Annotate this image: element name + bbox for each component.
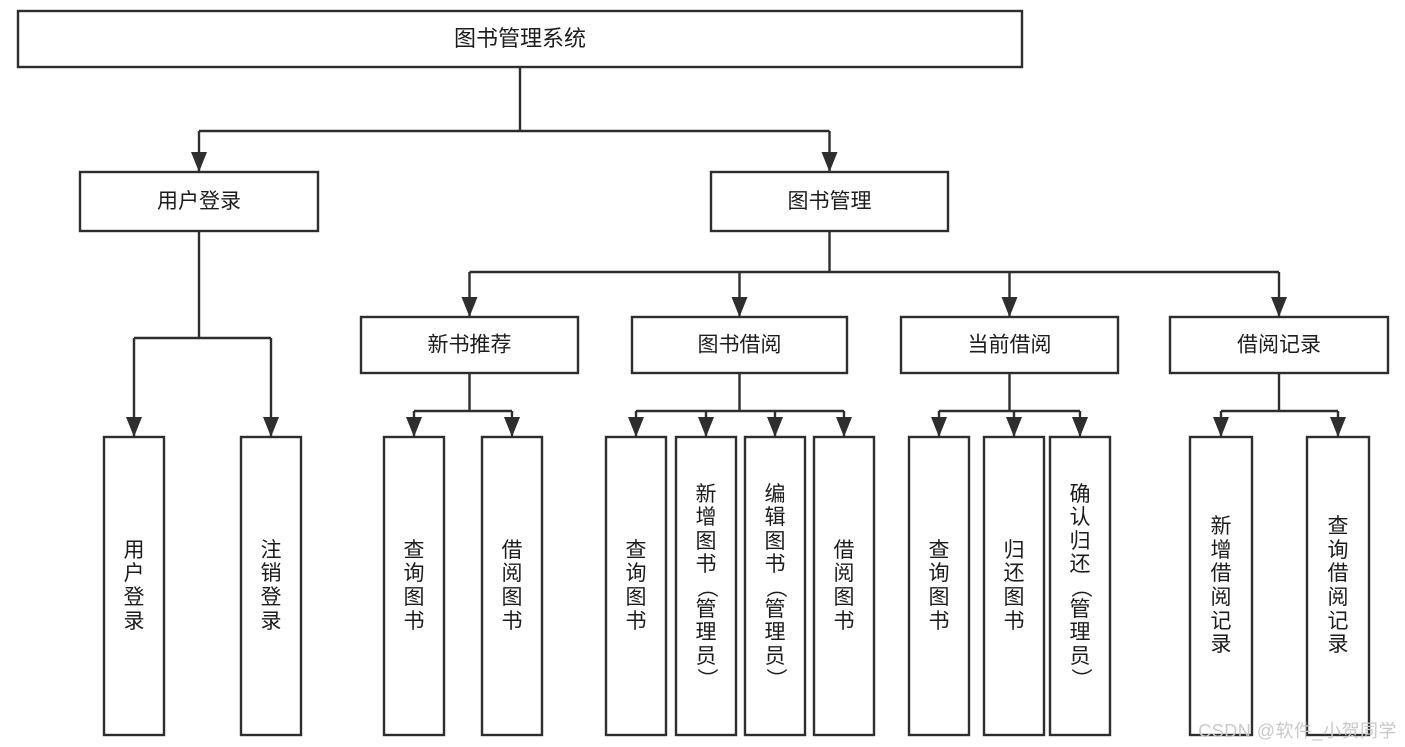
arrow-head-icon-user-login-0	[126, 417, 142, 437]
node-user-login[interactable]	[78, 170, 320, 233]
node-leaf-confirm-return[interactable]	[1048, 435, 1112, 737]
node-borrow-record[interactable]	[1168, 315, 1390, 375]
node-leaf-query-book-3[interactable]	[907, 435, 971, 737]
arrow-head-icon-book-management-3	[1271, 297, 1287, 317]
arrow-head-icon-borrow-record-0	[1213, 417, 1229, 437]
node-book-management[interactable]	[709, 170, 950, 233]
arrow-head-icon-user-login-1	[263, 417, 279, 437]
arrow-head-icon-book-management-0	[461, 297, 478, 317]
node-leaf-borrow-book-2[interactable]	[812, 435, 876, 737]
node-leaf-return-book[interactable]	[982, 435, 1046, 737]
arrow-head-icon-book-borrow-2	[767, 417, 783, 437]
arrow-head-icon-book-management-1	[731, 297, 748, 317]
arrow-head-icon-book-borrow-0	[628, 417, 644, 437]
arrow-head-icon-new-book-recommend-0	[406, 417, 422, 437]
node-leaf-add-record[interactable]	[1188, 435, 1254, 737]
arrow-head-icon-new-book-recommend-1	[504, 417, 520, 437]
node-root-library-management-system[interactable]	[16, 9, 1024, 69]
node-label-borrow-record: 借阅记录	[1237, 334, 1321, 357]
node-leaf-query-book-1[interactable]	[382, 435, 446, 737]
node-book-borrow[interactable]	[630, 315, 849, 375]
node-leaf-query-book-2[interactable]	[604, 435, 668, 737]
node-label-current-borrow: 当前借阅	[968, 334, 1052, 357]
node-leaf-query-record[interactable]	[1305, 435, 1371, 737]
arrow-head-icon-root-0	[191, 152, 207, 172]
node-leaf-borrow-book-1[interactable]	[480, 435, 544, 737]
arrow-head-icon-current-borrow-0	[931, 417, 947, 437]
node-label-new-book-recommend: 新书推荐	[428, 334, 512, 357]
node-label-root-library-management-system: 图书管理系统	[454, 26, 586, 51]
box-layer	[16, 9, 1390, 737]
arrow-head-icon-book-borrow-1	[698, 417, 714, 437]
connector-layer	[126, 67, 1346, 437]
node-label-book-borrow: 图书借阅	[698, 334, 782, 357]
node-label-book-management: 图书管理	[788, 190, 872, 213]
arrow-head-icon-current-borrow-2	[1072, 417, 1088, 437]
node-label-user-login: 用户登录	[157, 190, 241, 213]
node-leaf-user-login[interactable]	[102, 435, 166, 737]
node-leaf-logout[interactable]	[239, 435, 303, 737]
node-leaf-add-book[interactable]	[674, 435, 738, 737]
node-current-borrow[interactable]	[899, 315, 1120, 375]
arrow-head-icon-book-borrow-3	[836, 417, 852, 437]
node-leaf-edit-book[interactable]	[743, 435, 807, 737]
arrow-head-icon-root-1	[821, 152, 838, 172]
arrow-head-icon-current-borrow-1	[1006, 417, 1022, 437]
arrow-head-icon-borrow-record-1	[1330, 417, 1346, 437]
node-new-book-recommend[interactable]	[359, 315, 580, 375]
arrow-head-icon-book-management-2	[1001, 297, 1018, 317]
